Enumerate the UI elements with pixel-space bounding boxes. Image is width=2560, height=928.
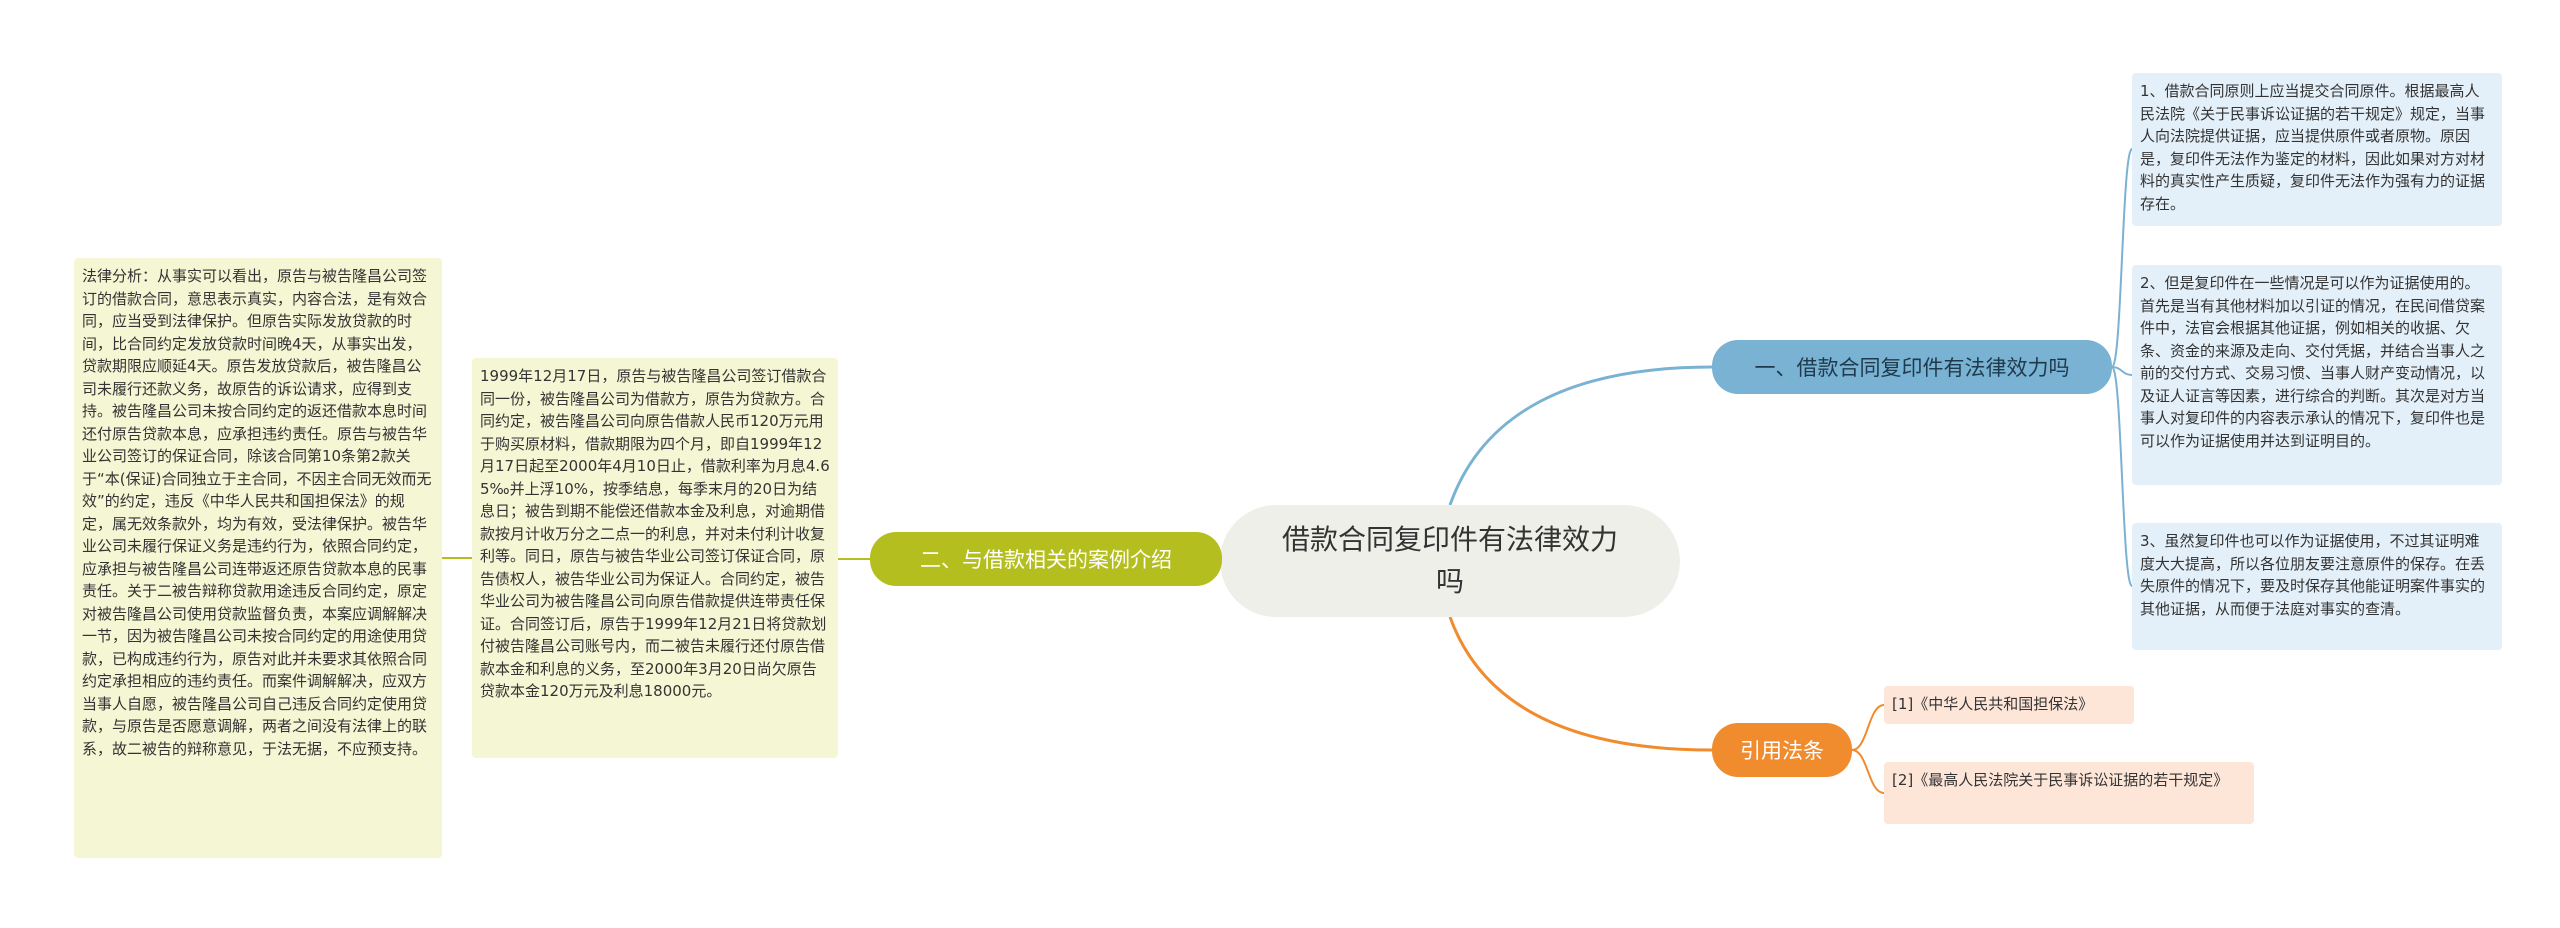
link-center-b3 <box>1448 616 1713 752</box>
leaf-original-required-text: 1、借款合同原则上应当提交合同原件。根据最高人民法院《关于民事诉讼证据的若干规定… <box>2140 82 2486 213</box>
branch-cited-laws-label: 引用法条 <box>1740 739 1824 763</box>
branch-case-intro-label: 二、与借款相关的案例介绍 <box>920 548 1172 572</box>
central-topic-label: 借款合同复印件有法律效力吗 <box>1281 523 1618 598</box>
leaf-copy-usable-text: 2、但是复印件在一些情况是可以作为证据使用的。首先是当有其他材料加以引证的情况，… <box>2140 274 2486 450</box>
branch-cited-laws[interactable]: 引用法条 <box>1712 723 1852 777</box>
leaf-keep-original[interactable]: 3、虽然复印件也可以作为证据使用，不过其证明难度大大提高，所以各位朋友要注意原件… <box>2132 523 2502 650</box>
link-b1-leaf3 <box>2111 366 2133 587</box>
leaf-law-evidence-rules-text: [2]《最高人民法院关于民事诉讼证据的若干规定》 <box>1892 771 2229 789</box>
link-b1-leaf2 <box>2111 366 2133 376</box>
leaf-case-facts-text: 1999年12月17日，原告与被告隆昌公司签订借款合同一份，被告隆昌公司为借款方… <box>480 367 830 700</box>
branch-validity[interactable]: 一、借款合同复印件有法律效力吗 <box>1712 340 2112 394</box>
branch-validity-label: 一、借款合同复印件有法律效力吗 <box>1754 356 2070 380</box>
leaf-copy-usable[interactable]: 2、但是复印件在一些情况是可以作为证据使用的。首先是当有其他材料加以引证的情况，… <box>2132 265 2502 485</box>
link-b1-leaf1 <box>2111 148 2133 368</box>
leaf-law-evidence-rules[interactable]: [2]《最高人民法院关于民事诉讼证据的若干规定》 <box>1884 762 2254 824</box>
leaf-keep-original-text: 3、虽然复印件也可以作为证据使用，不过其证明难度大大提高，所以各位朋友要注意原件… <box>2140 532 2486 618</box>
leaf-law-guarantee-text: [1]《中华人民共和国担保法》 <box>1892 695 2094 713</box>
leaf-legal-analysis[interactable]: 法律分析：从事实可以看出，原告与被告隆昌公司签订的借款合同，意思表示真实，内容合… <box>74 258 442 858</box>
leaf-case-facts[interactable]: 1999年12月17日，原告与被告隆昌公司签订借款合同一份，被告隆昌公司为借款方… <box>472 358 838 758</box>
central-topic[interactable]: 借款合同复印件有法律效力吗 <box>1220 505 1680 617</box>
branch-case-intro[interactable]: 二、与借款相关的案例介绍 <box>870 532 1222 586</box>
link-center-b1 <box>1448 365 1713 506</box>
leaf-law-guarantee[interactable]: [1]《中华人民共和国担保法》 <box>1884 686 2134 724</box>
leaf-legal-analysis-text: 法律分析：从事实可以看出，原告与被告隆昌公司签订的借款合同，意思表示真实，内容合… <box>82 267 432 758</box>
link-b3-leaf1 <box>1851 704 1885 751</box>
link-b3-leaf2 <box>1851 749 1885 794</box>
leaf-original-required[interactable]: 1、借款合同原则上应当提交合同原件。根据最高人民法院《关于民事诉讼证据的若干规定… <box>2132 73 2502 226</box>
